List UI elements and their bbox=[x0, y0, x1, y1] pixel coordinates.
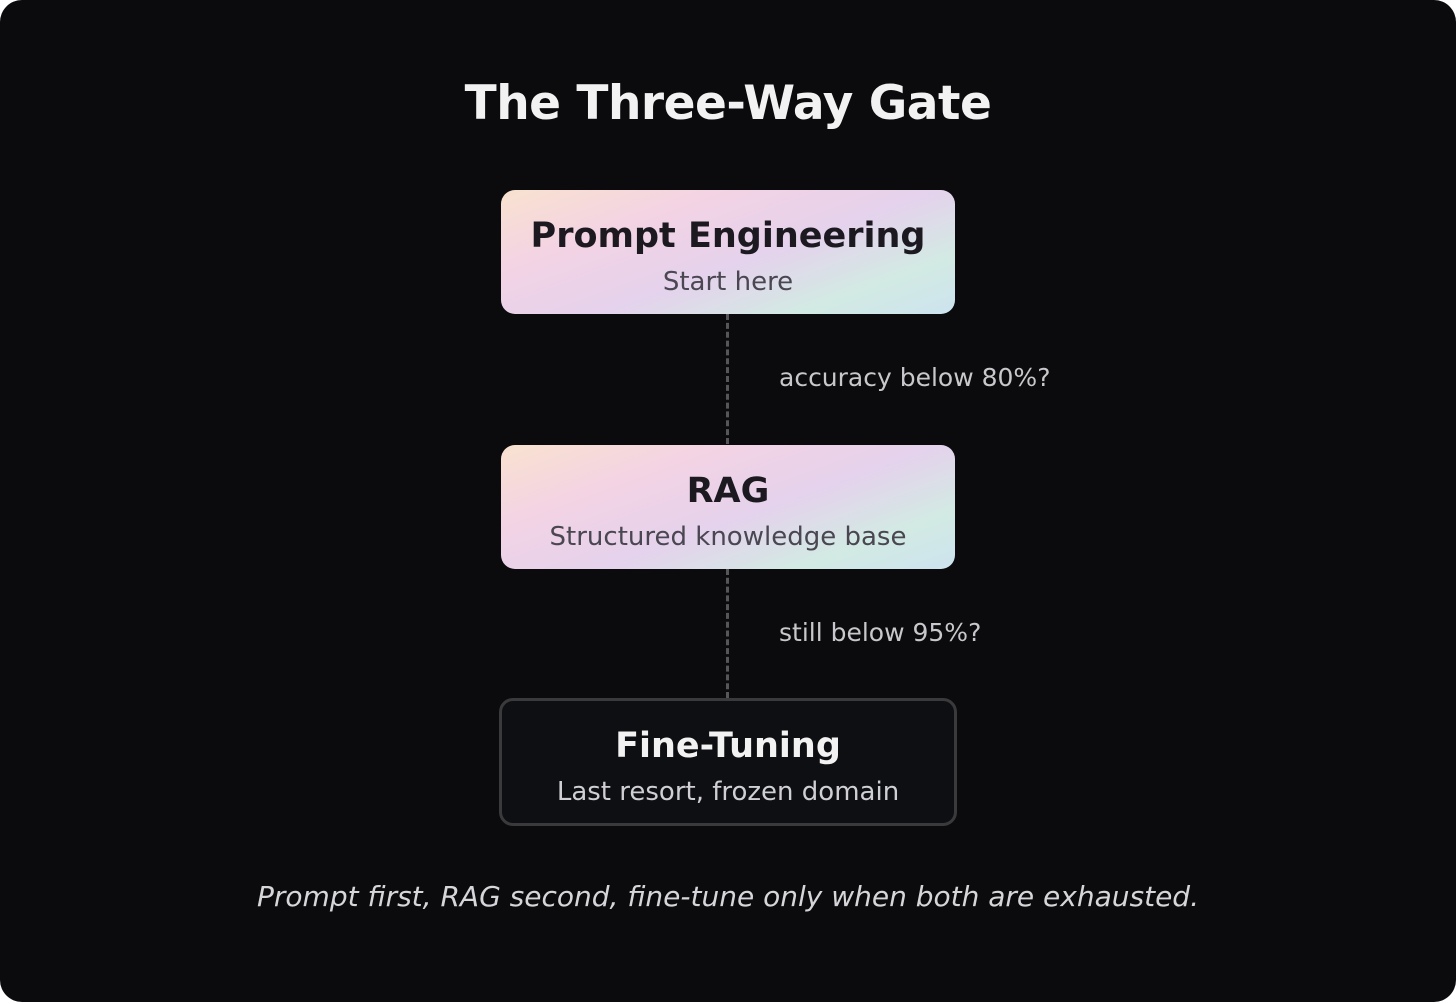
node-title: Prompt Engineering bbox=[530, 216, 926, 256]
node-title: Fine-Tuning bbox=[615, 726, 841, 766]
edge-label-still-below: still below 95%? bbox=[779, 618, 982, 647]
edge-label-accuracy: accuracy below 80%? bbox=[779, 363, 1051, 392]
node-subtitle: Start here bbox=[662, 267, 794, 297]
node-rag: RAG Structured knowledge base bbox=[501, 445, 955, 569]
node-fine-tuning: Fine-Tuning Last resort, frozen domain bbox=[499, 698, 957, 826]
node-subtitle: Last resort, frozen domain bbox=[556, 777, 900, 807]
node-subtitle: Structured knowledge base bbox=[549, 522, 907, 552]
connector-line bbox=[726, 569, 729, 698]
node-prompt-engineering: Prompt Engineering Start here bbox=[501, 190, 955, 314]
connector-line bbox=[726, 314, 729, 444]
node-title: RAG bbox=[686, 471, 770, 511]
footer-caption: Prompt first, RAG second, fine-tune only… bbox=[257, 880, 1199, 913]
diagram-title: The Three-Way Gate bbox=[464, 76, 992, 131]
